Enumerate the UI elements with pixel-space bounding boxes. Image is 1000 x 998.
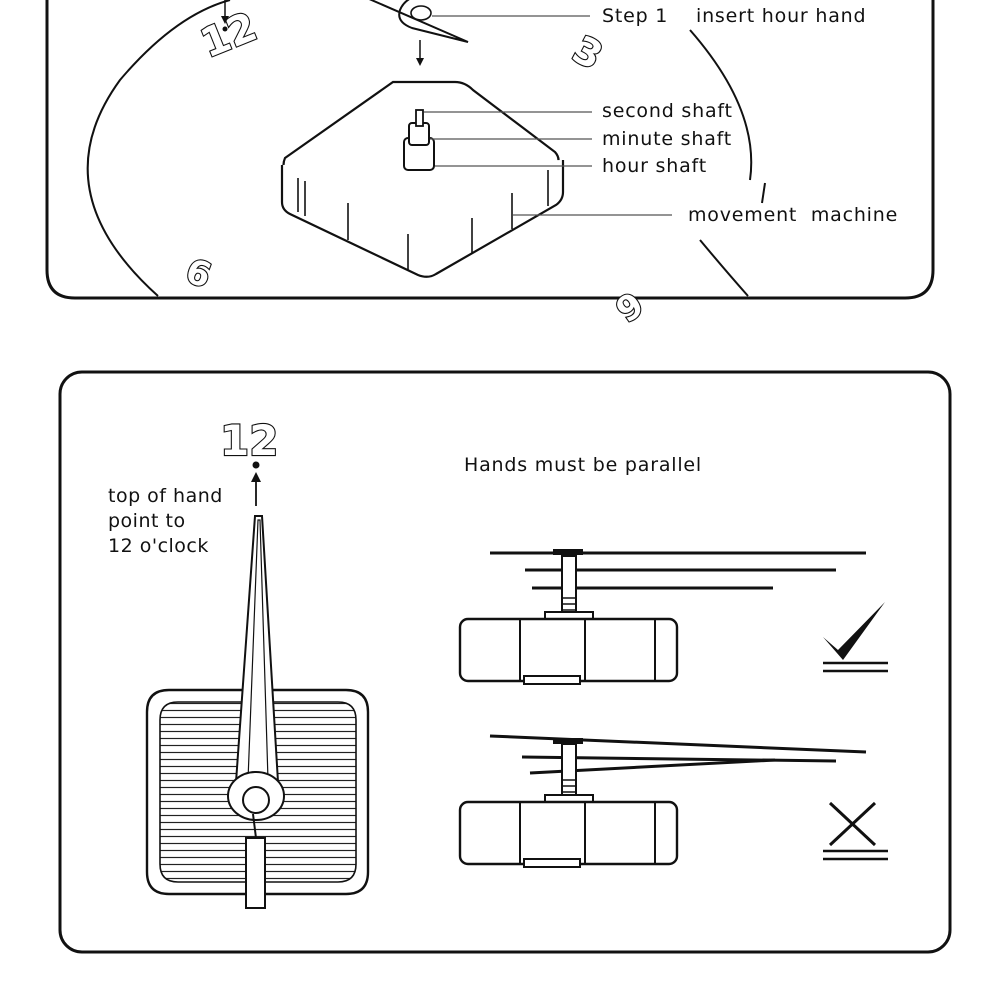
clock-dial-arc: [86, 0, 231, 297]
hand-hub-center: [242, 786, 270, 814]
top-panel-frame: [45, 0, 935, 300]
second-shaft-label: second shaft: [602, 100, 733, 122]
movement-shafts: [403, 109, 435, 171]
step-label: Step 1: [602, 5, 669, 27]
twelve-dot: [252, 461, 260, 469]
side-view-correct: [458, 549, 866, 685]
bottom-panel-frame: [58, 370, 952, 954]
dial-numeral-3: 3: [566, 27, 610, 78]
top-dot: [222, 26, 228, 32]
side-view-wrong: [458, 734, 867, 868]
dial-numeral-12: 12: [195, 4, 264, 68]
movement-side-face: [280, 160, 565, 278]
hand-position-note: top of hand point to 12 o'clock: [108, 485, 223, 557]
clock-dial-arc-right: [689, 29, 753, 181]
up-arrow-head: [251, 472, 261, 482]
big-numeral-12: 12: [220, 416, 278, 465]
cross-mark-icon: [823, 801, 888, 861]
hour-hand-hole: [410, 5, 432, 21]
parallel-note: Hands must be parallel: [464, 454, 702, 476]
hour-hand: [368, 0, 469, 43]
minute-shaft-label: minute shaft: [602, 128, 733, 150]
step-instruction: insert hour hand: [696, 5, 867, 27]
dial-tick: [761, 182, 766, 204]
hour-shaft-label: hour shaft: [602, 155, 707, 177]
check-mark-icon: [823, 602, 888, 673]
dial-numeral-6: 6: [607, 283, 649, 329]
clock-dial-arc-lower: [699, 239, 749, 297]
top-arrow-head: [221, 16, 229, 24]
dial-numeral-9: 9: [181, 248, 217, 294]
hand-tail: [245, 837, 266, 909]
movement-machine-label: movement machine: [688, 204, 899, 226]
insert-arrow-head: [416, 58, 424, 66]
